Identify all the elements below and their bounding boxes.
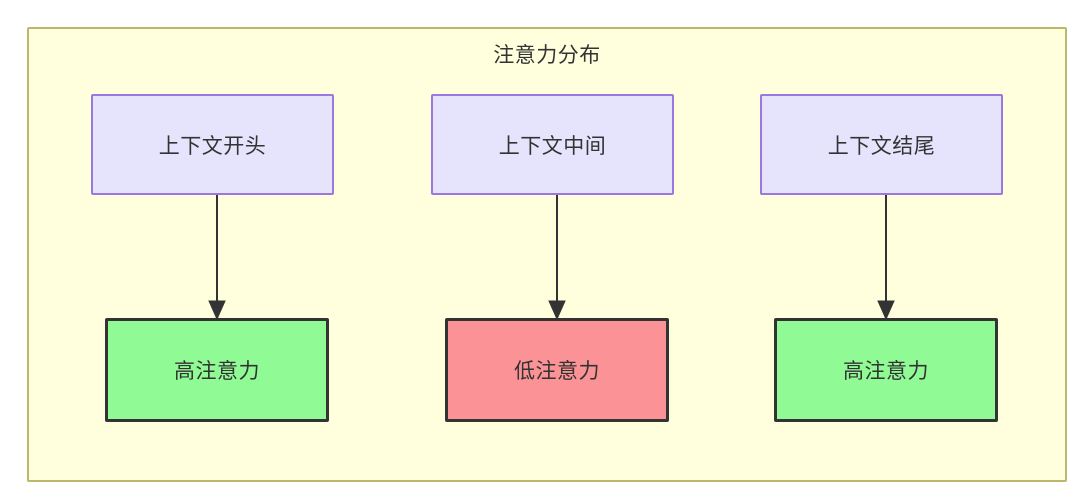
node-label: 高注意力 [843, 360, 929, 383]
diagram-title: 注意力分布 [493, 44, 601, 67]
node-context-end[interactable]: 上下文结尾 [760, 94, 1003, 195]
node-label: 高注意力 [174, 360, 260, 383]
node-context-start[interactable]: 上下文开头 [91, 94, 334, 195]
edge-context-start-to-high-attention-left [208, 195, 226, 321]
attention-distribution-group: 注意力分布 上下文开头 上下文中间 上下文结尾 高注意力 低注意力 高注意力 [27, 27, 1067, 482]
edge-context-middle-to-low-attention-middle [548, 195, 566, 321]
node-label: 上下文结尾 [827, 134, 936, 158]
node-label: 上下文中间 [498, 134, 607, 158]
node-label: 低注意力 [514, 360, 600, 383]
node-context-middle[interactable]: 上下文中间 [431, 94, 674, 195]
edge-context-end-to-high-attention-right [877, 195, 895, 321]
node-label: 上下文开头 [158, 134, 267, 158]
